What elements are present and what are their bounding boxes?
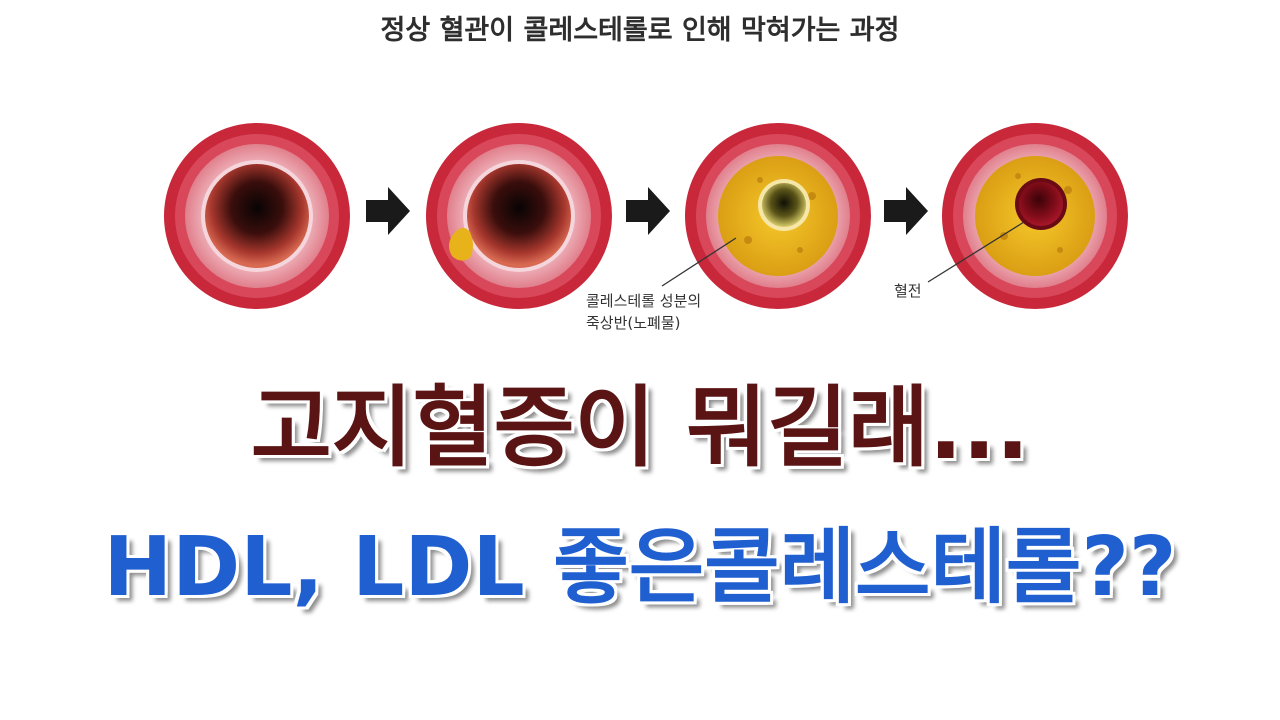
plaque-label-line2: 죽상반(노폐물) xyxy=(586,314,681,332)
thrombus-callout-line xyxy=(927,221,1025,283)
early-plaque-artery-icon xyxy=(426,123,612,309)
headline-line-1: 고지혈증이 뭐길래... xyxy=(250,376,1030,479)
diagram-title: 정상 혈관이 콜레스테롤로 인해 막혀가는 과정 xyxy=(380,15,900,46)
plaque-callout-line xyxy=(661,237,737,287)
thrombus-label: 혈전 xyxy=(894,282,922,300)
advanced-plaque-artery-icon xyxy=(685,123,871,309)
right-arrow-icon xyxy=(884,187,928,235)
right-arrow-icon xyxy=(626,187,670,235)
artery-diagram: 콜레스테롤 성분의 죽상반(노폐물) 혈전 xyxy=(164,123,1128,332)
right-arrow-icon xyxy=(366,187,410,235)
plaque-label-line1: 콜레스테롤 성분의 xyxy=(586,292,701,310)
normal-artery-icon xyxy=(164,123,350,309)
headline-line-2: HDL, LDL 좋은콜레스테롤?? xyxy=(103,520,1177,615)
thrombus-artery-icon xyxy=(942,123,1128,309)
